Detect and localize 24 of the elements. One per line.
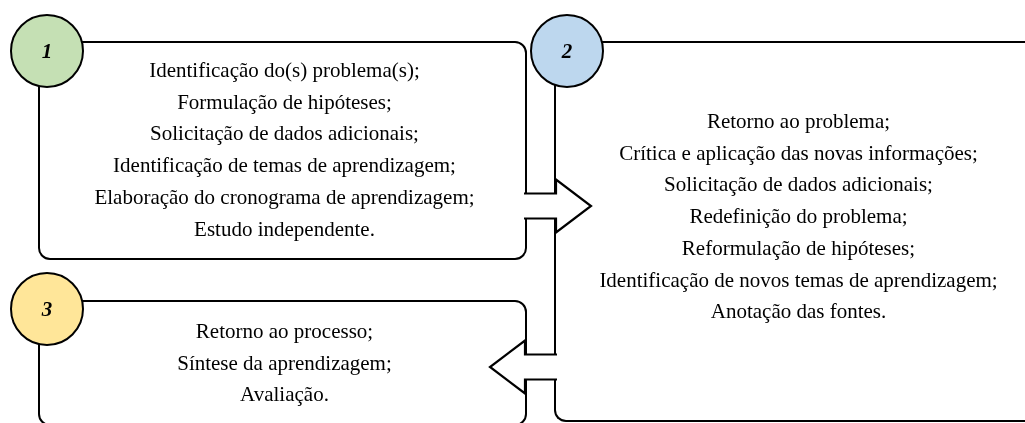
step-item: Retorno ao problema; bbox=[705, 108, 892, 135]
block-arrow bbox=[522, 177, 593, 235]
step-item: Reformulação de hipóteses; bbox=[680, 234, 917, 262]
step-item: Formulação de hipóteses; bbox=[176, 88, 393, 116]
step-number: 3 bbox=[41, 298, 53, 320]
step-item: Crítica e aplicação das novas informações; bbox=[618, 139, 979, 167]
block-arrow bbox=[488, 338, 559, 396]
step-item: Elaboração do cronograma de aprendizagem; bbox=[93, 183, 476, 211]
step-item: Redefinição do problema; bbox=[688, 203, 909, 231]
step-box bbox=[38, 41, 527, 260]
step-item: Síntese da aprendizagem; bbox=[176, 349, 393, 377]
step-item: Retorno ao processo; bbox=[194, 318, 375, 345]
step-item: Solicitação de dados adicionais; bbox=[663, 171, 934, 199]
step-item: Identificação de novos temas de aprendizagem; bbox=[598, 266, 999, 294]
step-box bbox=[554, 41, 1025, 422]
step-number: 1 bbox=[41, 40, 53, 62]
step-box bbox=[38, 300, 527, 423]
step-item: Identificação do(s) problema(s); bbox=[148, 57, 421, 84]
step-item: Anotação das fontes. bbox=[709, 298, 888, 326]
step-item: Estudo independente. bbox=[193, 215, 376, 243]
step-item: Identificação de temas de aprendizagem; bbox=[112, 152, 457, 180]
step-number: 2 bbox=[561, 40, 573, 62]
step-item: Solicitação de dados adicionais; bbox=[149, 120, 420, 148]
step-item: Avaliação. bbox=[239, 381, 330, 409]
